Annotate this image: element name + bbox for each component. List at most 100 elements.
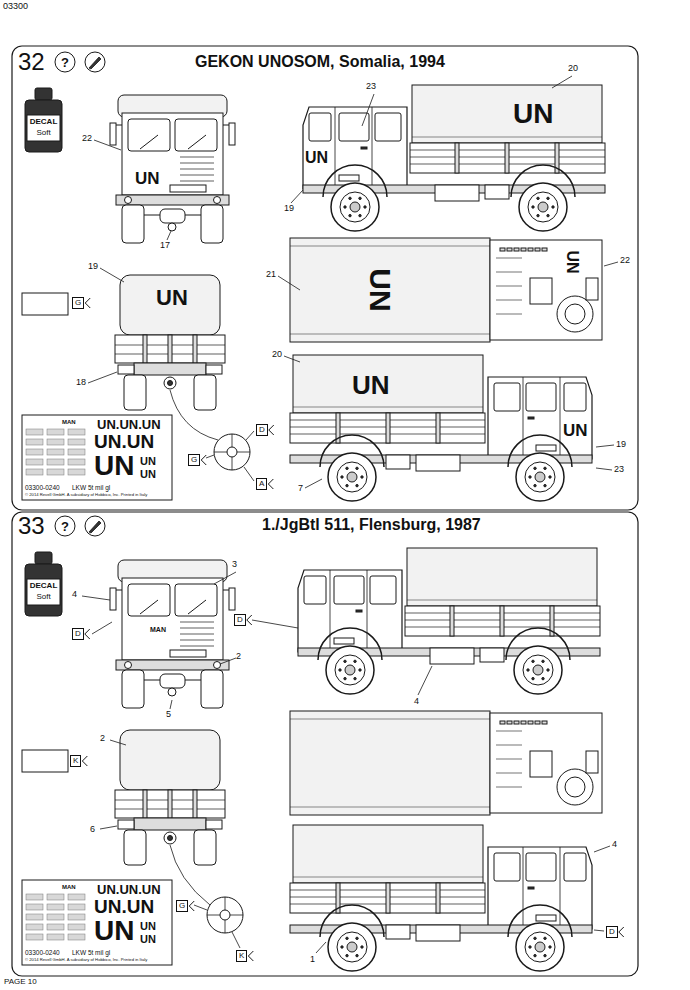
detail-leader: [170, 845, 210, 905]
cab: [488, 847, 592, 929]
detail-line: [185, 680, 201, 681]
decal-text: UN: [513, 100, 553, 128]
decal-item: [68, 924, 85, 930]
windscreen: [128, 584, 170, 616]
tarpaulin: [290, 238, 490, 342]
decal-item: [47, 469, 64, 475]
tailgate: [115, 335, 225, 363]
detail-line: [180, 640, 214, 641]
callout-number: 21: [266, 270, 276, 279]
tailgate: [115, 790, 225, 818]
decal-item: [26, 934, 43, 940]
decal-text: MAN: [150, 626, 166, 633]
decal-sheet-text: 03300-0240: [25, 485, 60, 492]
decal-item: [68, 469, 85, 475]
detail-line: [335, 107, 336, 185]
detail-line: [407, 600, 597, 601]
step-icons: [55, 516, 105, 536]
stake: [436, 413, 440, 443]
detail-leader: [170, 390, 218, 440]
leader-line: [594, 846, 610, 852]
tow-coupling: [164, 832, 176, 844]
tail-light: [118, 365, 134, 374]
stake: [168, 790, 172, 818]
part-letter: A: [256, 478, 267, 490]
decal-sheet-text: UN.UN: [94, 897, 154, 916]
tyre: [124, 830, 146, 865]
roof-ring: [557, 296, 593, 332]
wheel-nut: [534, 484, 536, 486]
leader-line: [92, 622, 112, 634]
roof-vent: [507, 248, 512, 251]
step-icons: [55, 52, 105, 72]
callout-number: 2: [100, 734, 105, 743]
wheel-nut: [547, 197, 549, 199]
wheel-nut: [549, 476, 551, 478]
leader-line: [305, 479, 322, 488]
leader-line: [316, 942, 326, 953]
detail-line: [560, 847, 561, 925]
roof-ring: [565, 304, 585, 324]
cargo-bed: [405, 606, 600, 636]
bottle-cap: [35, 552, 52, 564]
detail-line: [140, 135, 158, 149]
hub: [350, 202, 360, 212]
section-title: 1./JgBtl 511, Flensburg, 1987: [262, 517, 481, 533]
detail-line: [180, 622, 214, 623]
window: [526, 853, 556, 881]
detail-line: [180, 628, 214, 629]
wheel-nut: [529, 946, 531, 948]
wheel-nut: [532, 677, 534, 679]
roof-vent: [542, 721, 547, 724]
blank-box: [22, 293, 68, 315]
detail-line: [496, 300, 522, 301]
paint-circle: [85, 52, 105, 72]
stake: [436, 883, 440, 913]
decal-item: [26, 449, 43, 455]
letter-chevron: [85, 629, 90, 639]
callout-number: 18: [76, 378, 86, 387]
tyre: [516, 923, 564, 971]
fuel-tank: [416, 925, 460, 941]
window: [564, 383, 586, 411]
callout-number: 20: [272, 350, 282, 359]
stake: [193, 335, 197, 363]
rim: [525, 932, 555, 962]
roof-vent: [521, 248, 526, 251]
callout-number: 23: [366, 82, 376, 91]
decal-item: [26, 914, 43, 920]
tow-coupling: [168, 381, 173, 386]
wheel-nut: [341, 946, 343, 948]
detail-line: [290, 807, 490, 808]
number-plate: [170, 185, 206, 192]
decal-sheet-border: [22, 880, 172, 965]
decal-item: [68, 904, 85, 910]
wheel-nut: [346, 467, 348, 469]
tarpaulin: [412, 85, 602, 143]
cab-roof: [490, 713, 602, 813]
roof-panel: [586, 751, 598, 773]
hub: [535, 472, 545, 482]
detail-line: [188, 135, 206, 149]
window: [494, 853, 520, 881]
rim: [528, 192, 558, 222]
page-number: PAGE 10: [4, 978, 37, 986]
decal-item: [26, 469, 43, 475]
decal-sheet-border: [22, 415, 172, 500]
roof-vent: [521, 721, 526, 724]
detail-line: [496, 787, 522, 788]
differential: [160, 674, 185, 688]
cab: [122, 113, 223, 195]
rim: [525, 462, 555, 492]
wheel-nut: [361, 946, 363, 948]
tyre: [194, 830, 216, 865]
tyre: [519, 183, 567, 231]
decal-item: [68, 934, 85, 940]
tyre: [331, 183, 379, 231]
windscreen: [128, 119, 170, 151]
truck-front-view: [110, 560, 235, 708]
wheel-nut: [534, 937, 536, 939]
tyre: [194, 375, 216, 410]
hub: [347, 942, 357, 952]
